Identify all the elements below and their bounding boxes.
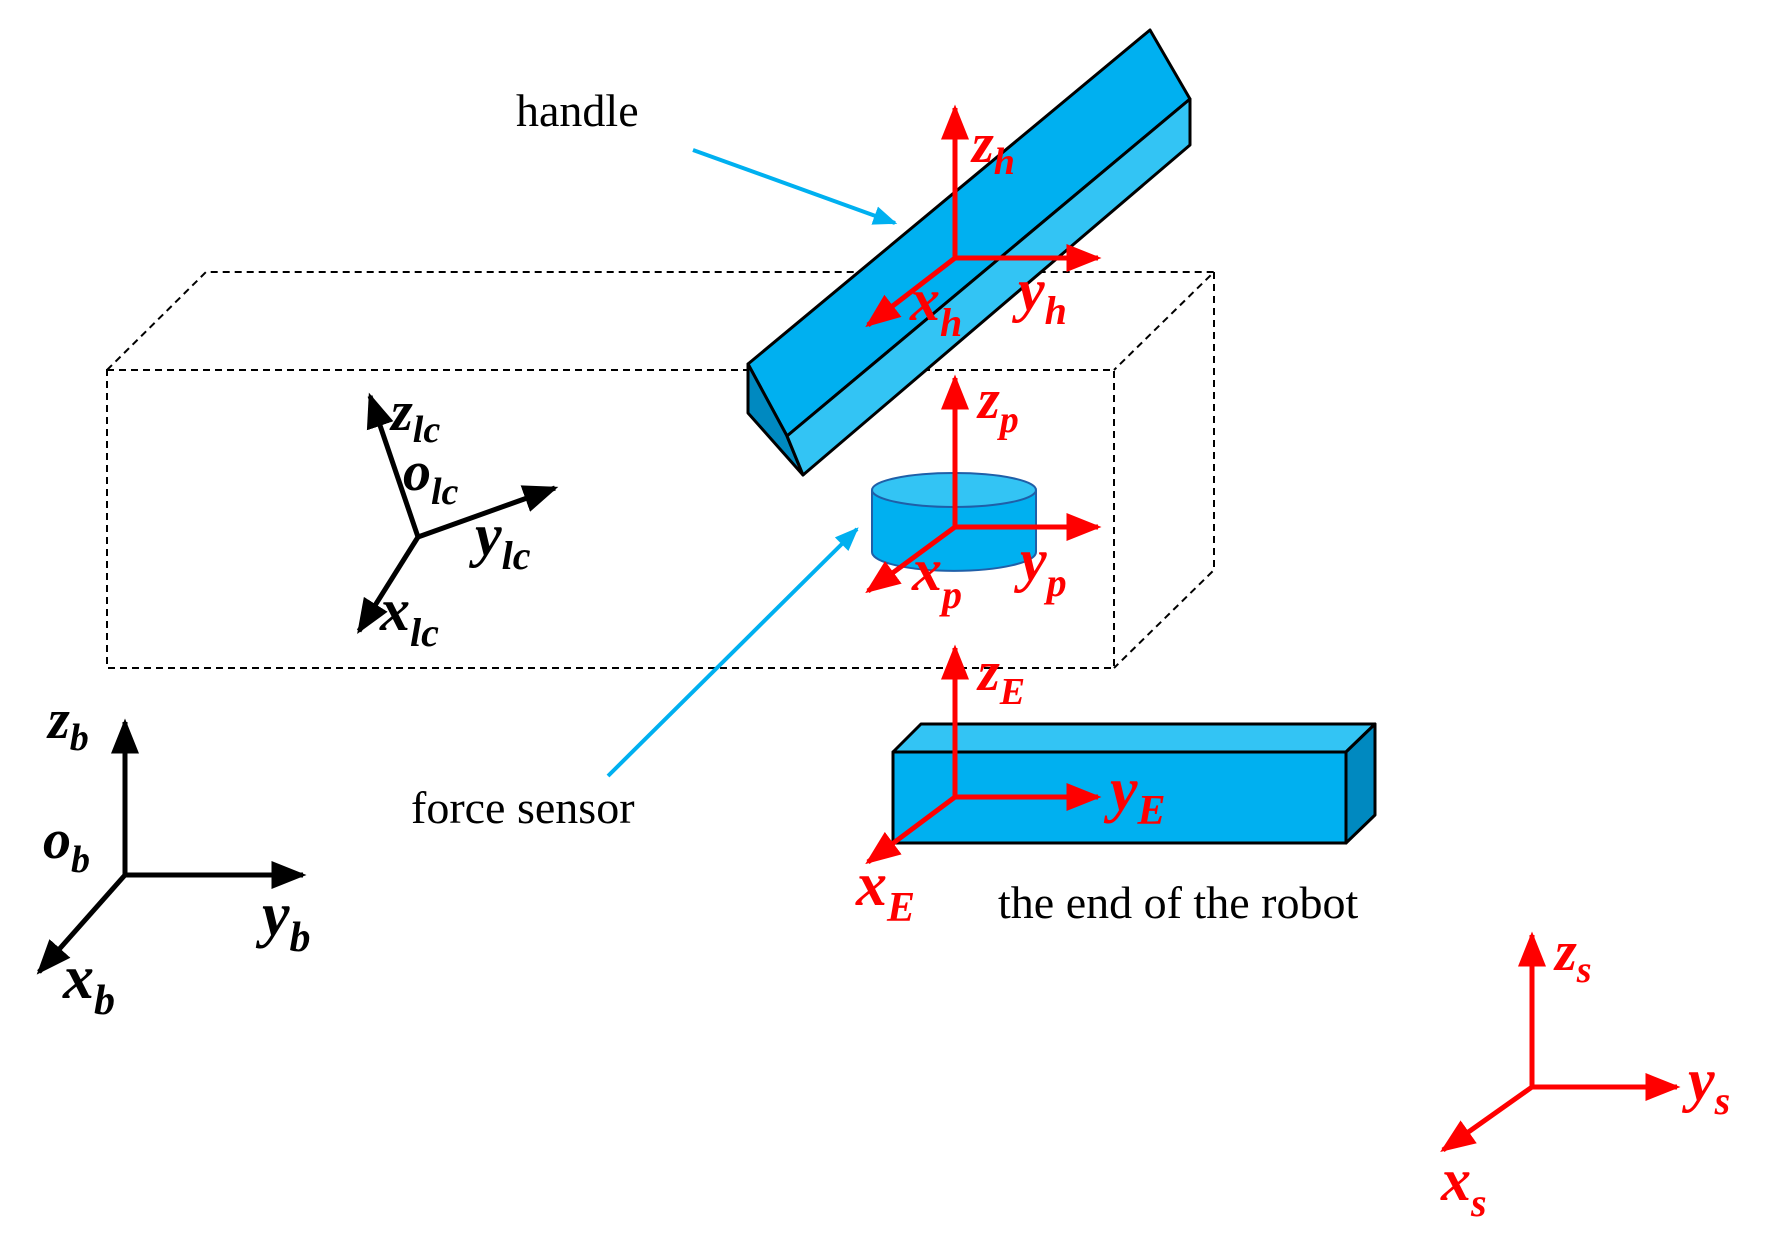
black-axis-labels: zlc olc ylc xlc zb ob yb xb: [43, 381, 531, 1024]
sensor-x-axis: [865, 524, 957, 594]
base-x-axis: [36, 873, 127, 975]
load-z-axis: [366, 392, 421, 538]
red-frame-axes: [865, 104, 1681, 1153]
robot-end-caption: the end of the robot: [998, 877, 1358, 928]
load-x-axis: [356, 535, 421, 634]
label-o-lc: olc: [403, 441, 459, 513]
label-x-p: xp: [911, 537, 962, 617]
s-frame-x-axis: [1440, 1084, 1534, 1153]
label-z-p: zp: [976, 369, 1019, 441]
label-z-h: zh: [970, 113, 1015, 183]
load-bounding-box: [106, 271, 1217, 669]
force-sensor-callout-arrow: [606, 527, 859, 778]
label-z-b: zb: [46, 689, 89, 759]
label-x-s: xs: [1440, 1147, 1487, 1225]
force-sensor-caption: force sensor: [411, 782, 635, 833]
handle-caption: handle: [516, 85, 639, 136]
label-y-p: yp: [1014, 527, 1067, 605]
label-x-h: xh: [909, 267, 962, 345]
handle-bar: [746, 28, 1192, 477]
black-frame-axes: [36, 392, 559, 975]
end-x-axis: [865, 794, 957, 865]
load-y-axis: [417, 485, 559, 540]
label-y-lc: ylc: [469, 502, 531, 578]
label-y-b: yb: [255, 881, 311, 961]
label-z-s: zs: [1553, 921, 1592, 991]
label-x-E: xE: [855, 851, 915, 931]
label-z-E: zE: [976, 641, 1025, 713]
handle-callout-arrow: [692, 148, 898, 225]
label-y-s: ys: [1682, 1047, 1730, 1123]
label-z-lc: zlc: [389, 381, 440, 451]
label-x-b: xb: [62, 944, 115, 1024]
label-y-h: yh: [1012, 257, 1067, 333]
label-o-b: ob: [43, 809, 90, 881]
handle-x-axis: [865, 256, 957, 328]
red-axis-labels: zh yh xh zp yp xp zE yE xE zs ys xs: [855, 113, 1730, 1225]
callout-arrows: [606, 148, 898, 778]
label-x-lc: xlc: [379, 577, 439, 655]
